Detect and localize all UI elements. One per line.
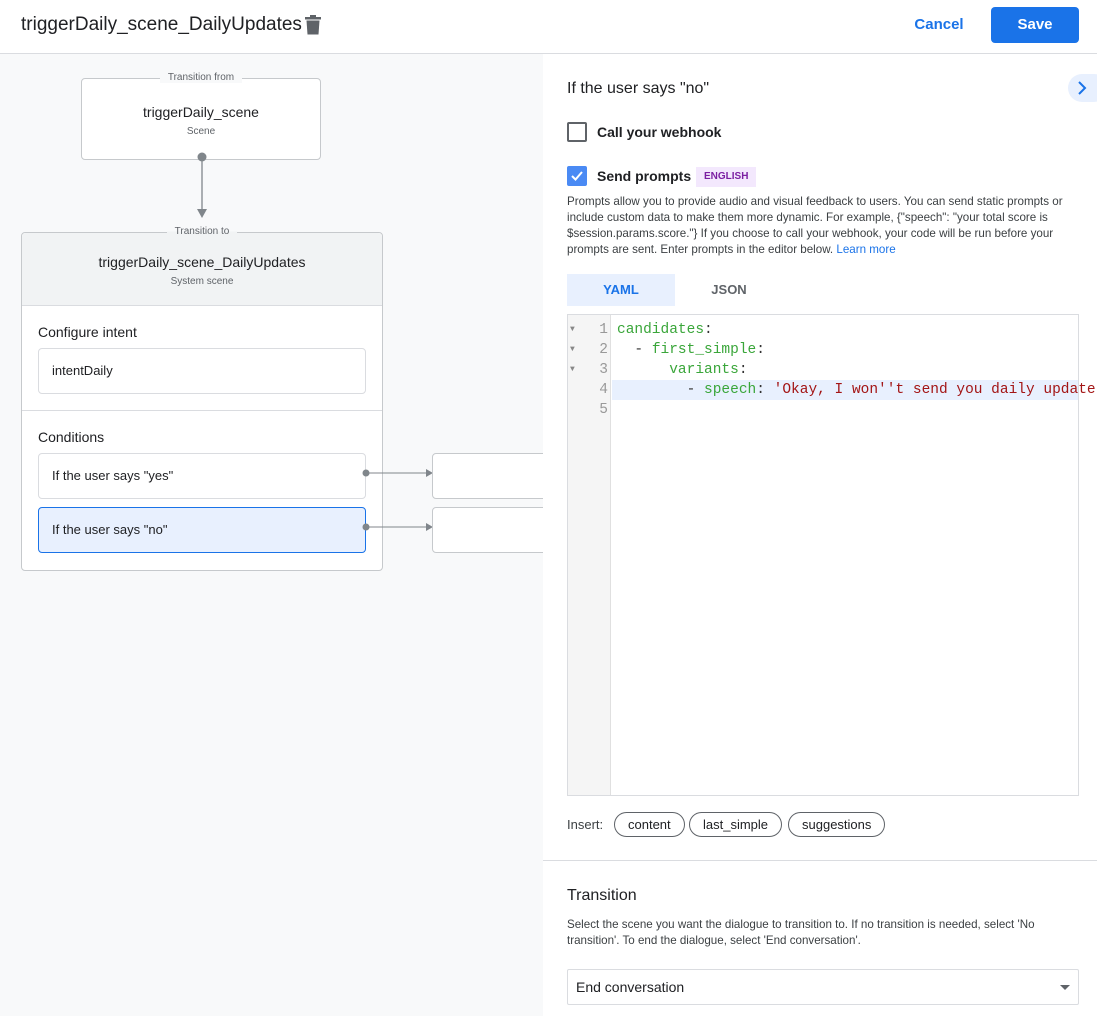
line-number: 2 xyxy=(599,342,608,358)
condition-connectors xyxy=(362,469,433,531)
transition-from-legend: Transition from xyxy=(159,72,243,83)
condition-no[interactable]: If the user says "no" xyxy=(38,507,366,553)
check-icon xyxy=(571,171,583,181)
transition-select-value: End conversation xyxy=(576,979,685,995)
dropdown-arrow-icon xyxy=(1060,985,1070,990)
insert-chip-last-simple[interactable]: last_simple xyxy=(689,812,783,837)
code-token: : xyxy=(704,322,713,338)
code-token: : xyxy=(756,382,774,398)
code-token: : xyxy=(756,342,765,358)
language-badge: ENGLISH xyxy=(696,167,757,187)
code-token xyxy=(617,362,669,378)
code-line: 4 - speech: 'Okay, I won''t send you dai… xyxy=(599,380,1096,400)
fold-arrow-icon[interactable]: ▼ xyxy=(570,345,575,354)
insert-chip-content[interactable]: content xyxy=(614,812,685,837)
fold-arrow-icon[interactable]: ▼ xyxy=(570,365,575,374)
save-button[interactable]: Save xyxy=(991,7,1079,43)
transition-description: Select the scene you want the dialogue t… xyxy=(567,918,1035,947)
trash-icon[interactable] xyxy=(304,15,322,35)
send-prompts-label: Send prompts xyxy=(597,168,692,184)
fold-arrow-icon[interactable]: ▼ xyxy=(570,325,575,334)
description-text: Prompts allow you to provide audio and v… xyxy=(567,195,1063,256)
line-number: 1 xyxy=(599,322,608,338)
transition-select[interactable]: End conversation xyxy=(567,969,1079,1005)
code-line: 3 ▼ variants: xyxy=(568,360,1078,380)
code-line: 1 ▼ candidates: xyxy=(568,320,1078,340)
transition-to-legend: Transition to xyxy=(166,226,238,237)
to-scene-name: triggerDaily_scene_DailyUpdates xyxy=(98,254,306,270)
line-number: 5 xyxy=(599,402,608,418)
condition-yes-target[interactable] xyxy=(432,453,543,499)
line-number: 4 xyxy=(599,382,608,398)
insert-chip-suggestions[interactable]: suggestions xyxy=(788,812,886,837)
collapse-panel-button[interactable] xyxy=(1068,74,1097,102)
conditions-heading: Conditions xyxy=(38,429,105,445)
code-token: : xyxy=(738,362,748,378)
tab-yaml[interactable]: YAML xyxy=(567,274,675,306)
intent-field[interactable]: intentDaily xyxy=(38,348,366,394)
condition-no-target[interactable] xyxy=(432,507,543,553)
code-token: speech xyxy=(704,382,757,398)
line-number: 3 xyxy=(599,362,608,378)
editor-gutter xyxy=(568,315,611,795)
to-scene-type: System scene xyxy=(170,276,234,287)
webhook-checkbox[interactable] xyxy=(567,122,587,142)
chevron-right-icon xyxy=(1078,81,1087,95)
from-scene-type: Scene xyxy=(186,126,216,137)
panel-heading: If the user says "no" xyxy=(567,80,710,97)
code-line: 5 xyxy=(568,400,1078,420)
transition-from-node[interactable]: Transition from triggerDaily_scene Scene xyxy=(81,72,321,160)
code-token: variants xyxy=(669,362,739,378)
detail-panel: If the user says "no" Call your webhook … xyxy=(543,54,1097,1016)
code-token: candidates xyxy=(617,322,705,338)
code-token: 'Okay, I won''t send you daily update xyxy=(773,382,1096,398)
code-token: - xyxy=(617,342,652,358)
condition-yes[interactable]: If the user says "yes" xyxy=(38,453,366,499)
divider xyxy=(543,860,1097,861)
scene-title: triggerDaily_scene_DailyUpdates xyxy=(21,14,302,35)
prompts-description: Prompts allow you to provide audio and v… xyxy=(567,194,1082,258)
transition-heading: Transition xyxy=(567,887,637,904)
webhook-label: Call your webhook xyxy=(597,124,722,140)
tab-json[interactable]: JSON xyxy=(711,282,747,297)
code-token: - xyxy=(617,382,705,398)
send-prompts-checkbox[interactable] xyxy=(567,166,587,186)
from-scene-name: triggerDaily_scene xyxy=(143,104,259,120)
configure-intent-heading: Configure intent xyxy=(38,324,137,340)
flow-canvas: Transition from triggerDaily_scene Scene… xyxy=(0,54,543,1016)
transition-arrow xyxy=(197,152,207,218)
code-line: 2 ▼ - first_simple: xyxy=(568,340,1078,360)
learn-more-link[interactable]: Learn more xyxy=(836,243,896,256)
code-editor[interactable]: 1 ▼ candidates: 2 ▼ - first_simple: 3 ▼ varian… xyxy=(567,314,1096,796)
insert-label: Insert: xyxy=(567,817,604,832)
code-token: first_simple xyxy=(651,342,757,358)
cancel-button[interactable]: Cancel xyxy=(914,16,964,33)
header: triggerDaily_scene_DailyUpdates Cancel S… xyxy=(0,0,1097,54)
